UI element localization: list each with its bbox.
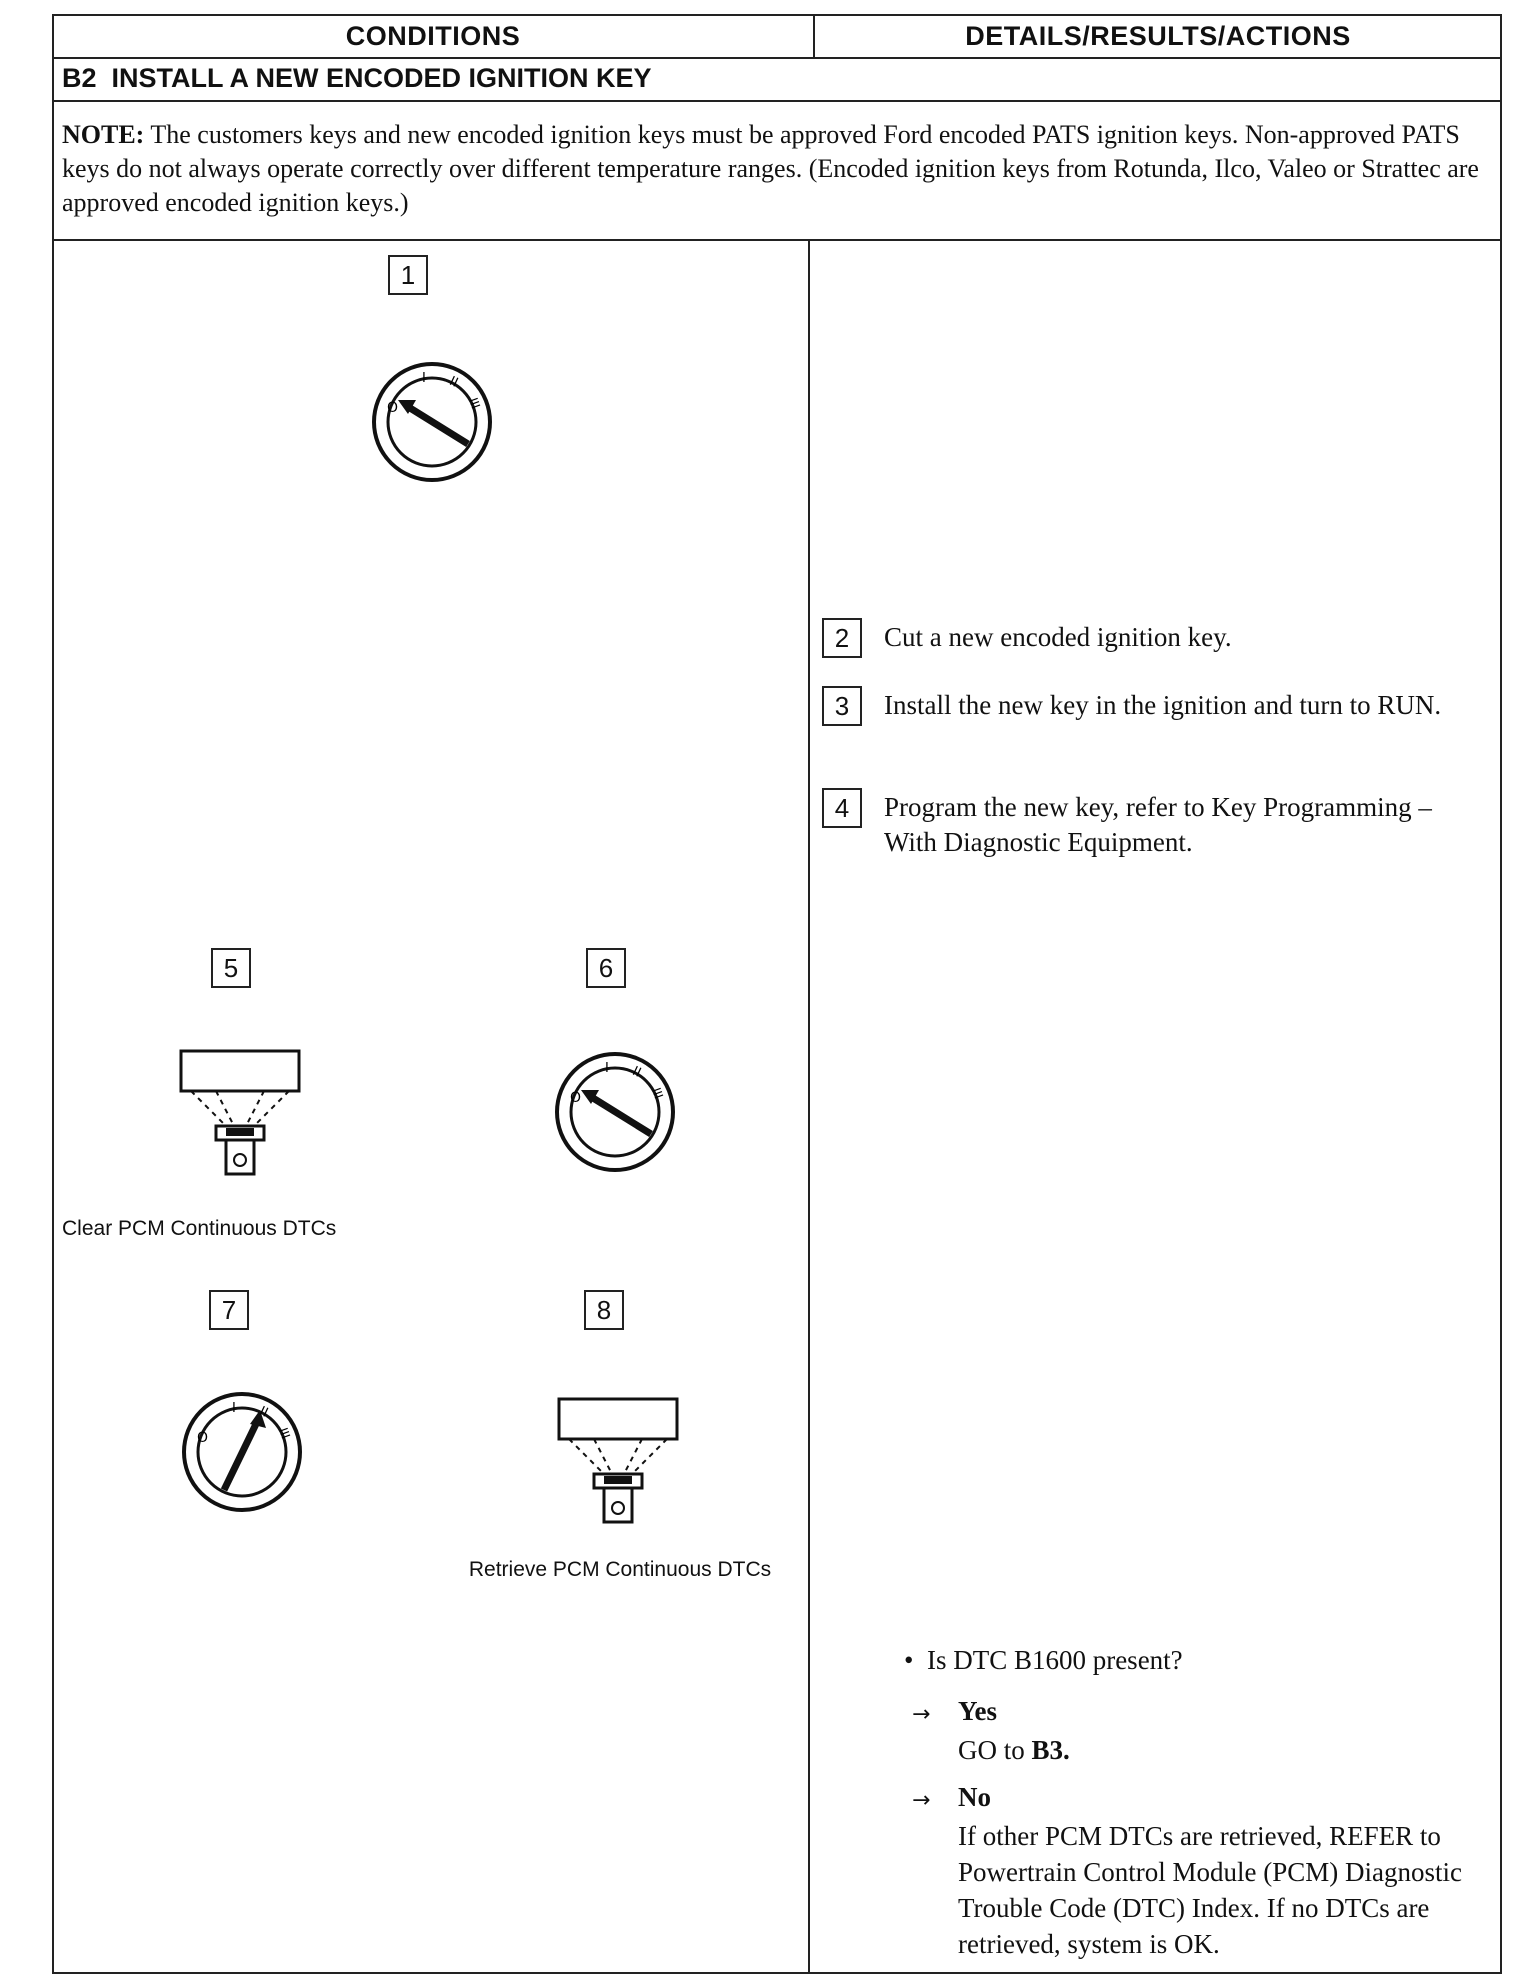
no-label: No [958, 1782, 991, 1812]
step-3-text: Install the new key in the ignition and … [884, 690, 1442, 720]
step-8-number: 8 [584, 1290, 624, 1330]
svg-text:III: III [649, 1086, 666, 1101]
svg-text:O: O [197, 1430, 208, 1446]
svg-text:I: I [605, 1061, 609, 1076]
step-8-caption: Retrieve PCM Continuous DTCs [468, 1558, 772, 1581]
svg-text:III: III [276, 1426, 293, 1441]
section-code: B2 [62, 63, 97, 93]
ignition-off-icon: O I II III [372, 362, 492, 482]
note-block: NOTE: The customers keys and new encoded… [62, 118, 1482, 220]
step-2-number: 2 [822, 618, 862, 658]
step-6-number: 6 [586, 948, 626, 988]
step-7-number: 7 [209, 1290, 249, 1330]
conditions-header: CONDITIONS [345, 21, 521, 51]
step-1-number: 1 [388, 255, 428, 295]
header-divider [813, 14, 815, 58]
table-header: CONDITIONS DETAILS/RESULTS/ACTIONS [52, 14, 1502, 58]
ignition-run-icon: O I II III [182, 1392, 302, 1512]
yes-label: Yes [958, 1696, 997, 1726]
question-text: Is DTC B1600 present? [926, 1645, 1183, 1675]
section-rule [52, 100, 1502, 102]
note-text: The customers keys and new encoded ignit… [62, 120, 1479, 217]
yes-text-prefix: GO to [958, 1735, 1032, 1765]
svg-text:O: O [570, 1090, 581, 1106]
scan-tool-icon [179, 1049, 301, 1176]
yes-text: GO to B3. [958, 1732, 1478, 1768]
ignition-off-icon: O I II III [555, 1052, 675, 1172]
step-5-number: 5 [211, 948, 251, 988]
scan-tool-icon [557, 1397, 679, 1524]
question-bullet: • Is DTC B1600 present? [904, 1642, 1183, 1678]
details-header: DETAILS/RESULTS/ACTIONS [965, 21, 1351, 51]
section-title: B2 INSTALL A NEW ENCODED IGNITION KEY [62, 58, 652, 98]
no-arrow-icon: → [912, 1788, 931, 1813]
step-3-number: 3 [822, 686, 862, 726]
note-label: NOTE: [62, 120, 145, 149]
no-text: If other PCM DTCs are retrieved, REFER t… [958, 1821, 1462, 1959]
column-divider [808, 239, 810, 1974]
bullet-glyph: • [904, 1645, 914, 1675]
ign-label-acc: I [422, 371, 426, 386]
yes-target-link[interactable]: B3. [1031, 1735, 1070, 1765]
step-4-text: Program the new key, refer to Key Progra… [884, 792, 1432, 857]
header-rule [52, 57, 1502, 59]
section-title-text: INSTALL A NEW ENCODED IGNITION KEY [111, 63, 652, 93]
ign-label-off: O [387, 400, 398, 416]
svg-text:I: I [232, 1401, 236, 1416]
table-frame [52, 14, 1502, 1974]
step-5-caption: Clear PCM Continuous DTCs [62, 1217, 337, 1240]
yes-arrow-icon: → [912, 1702, 931, 1727]
step-2-text: Cut a new encoded ignition key. [884, 622, 1232, 652]
note-rule [52, 239, 1502, 241]
ign-label-start: III [466, 396, 483, 411]
step-4-number: 4 [822, 788, 862, 828]
